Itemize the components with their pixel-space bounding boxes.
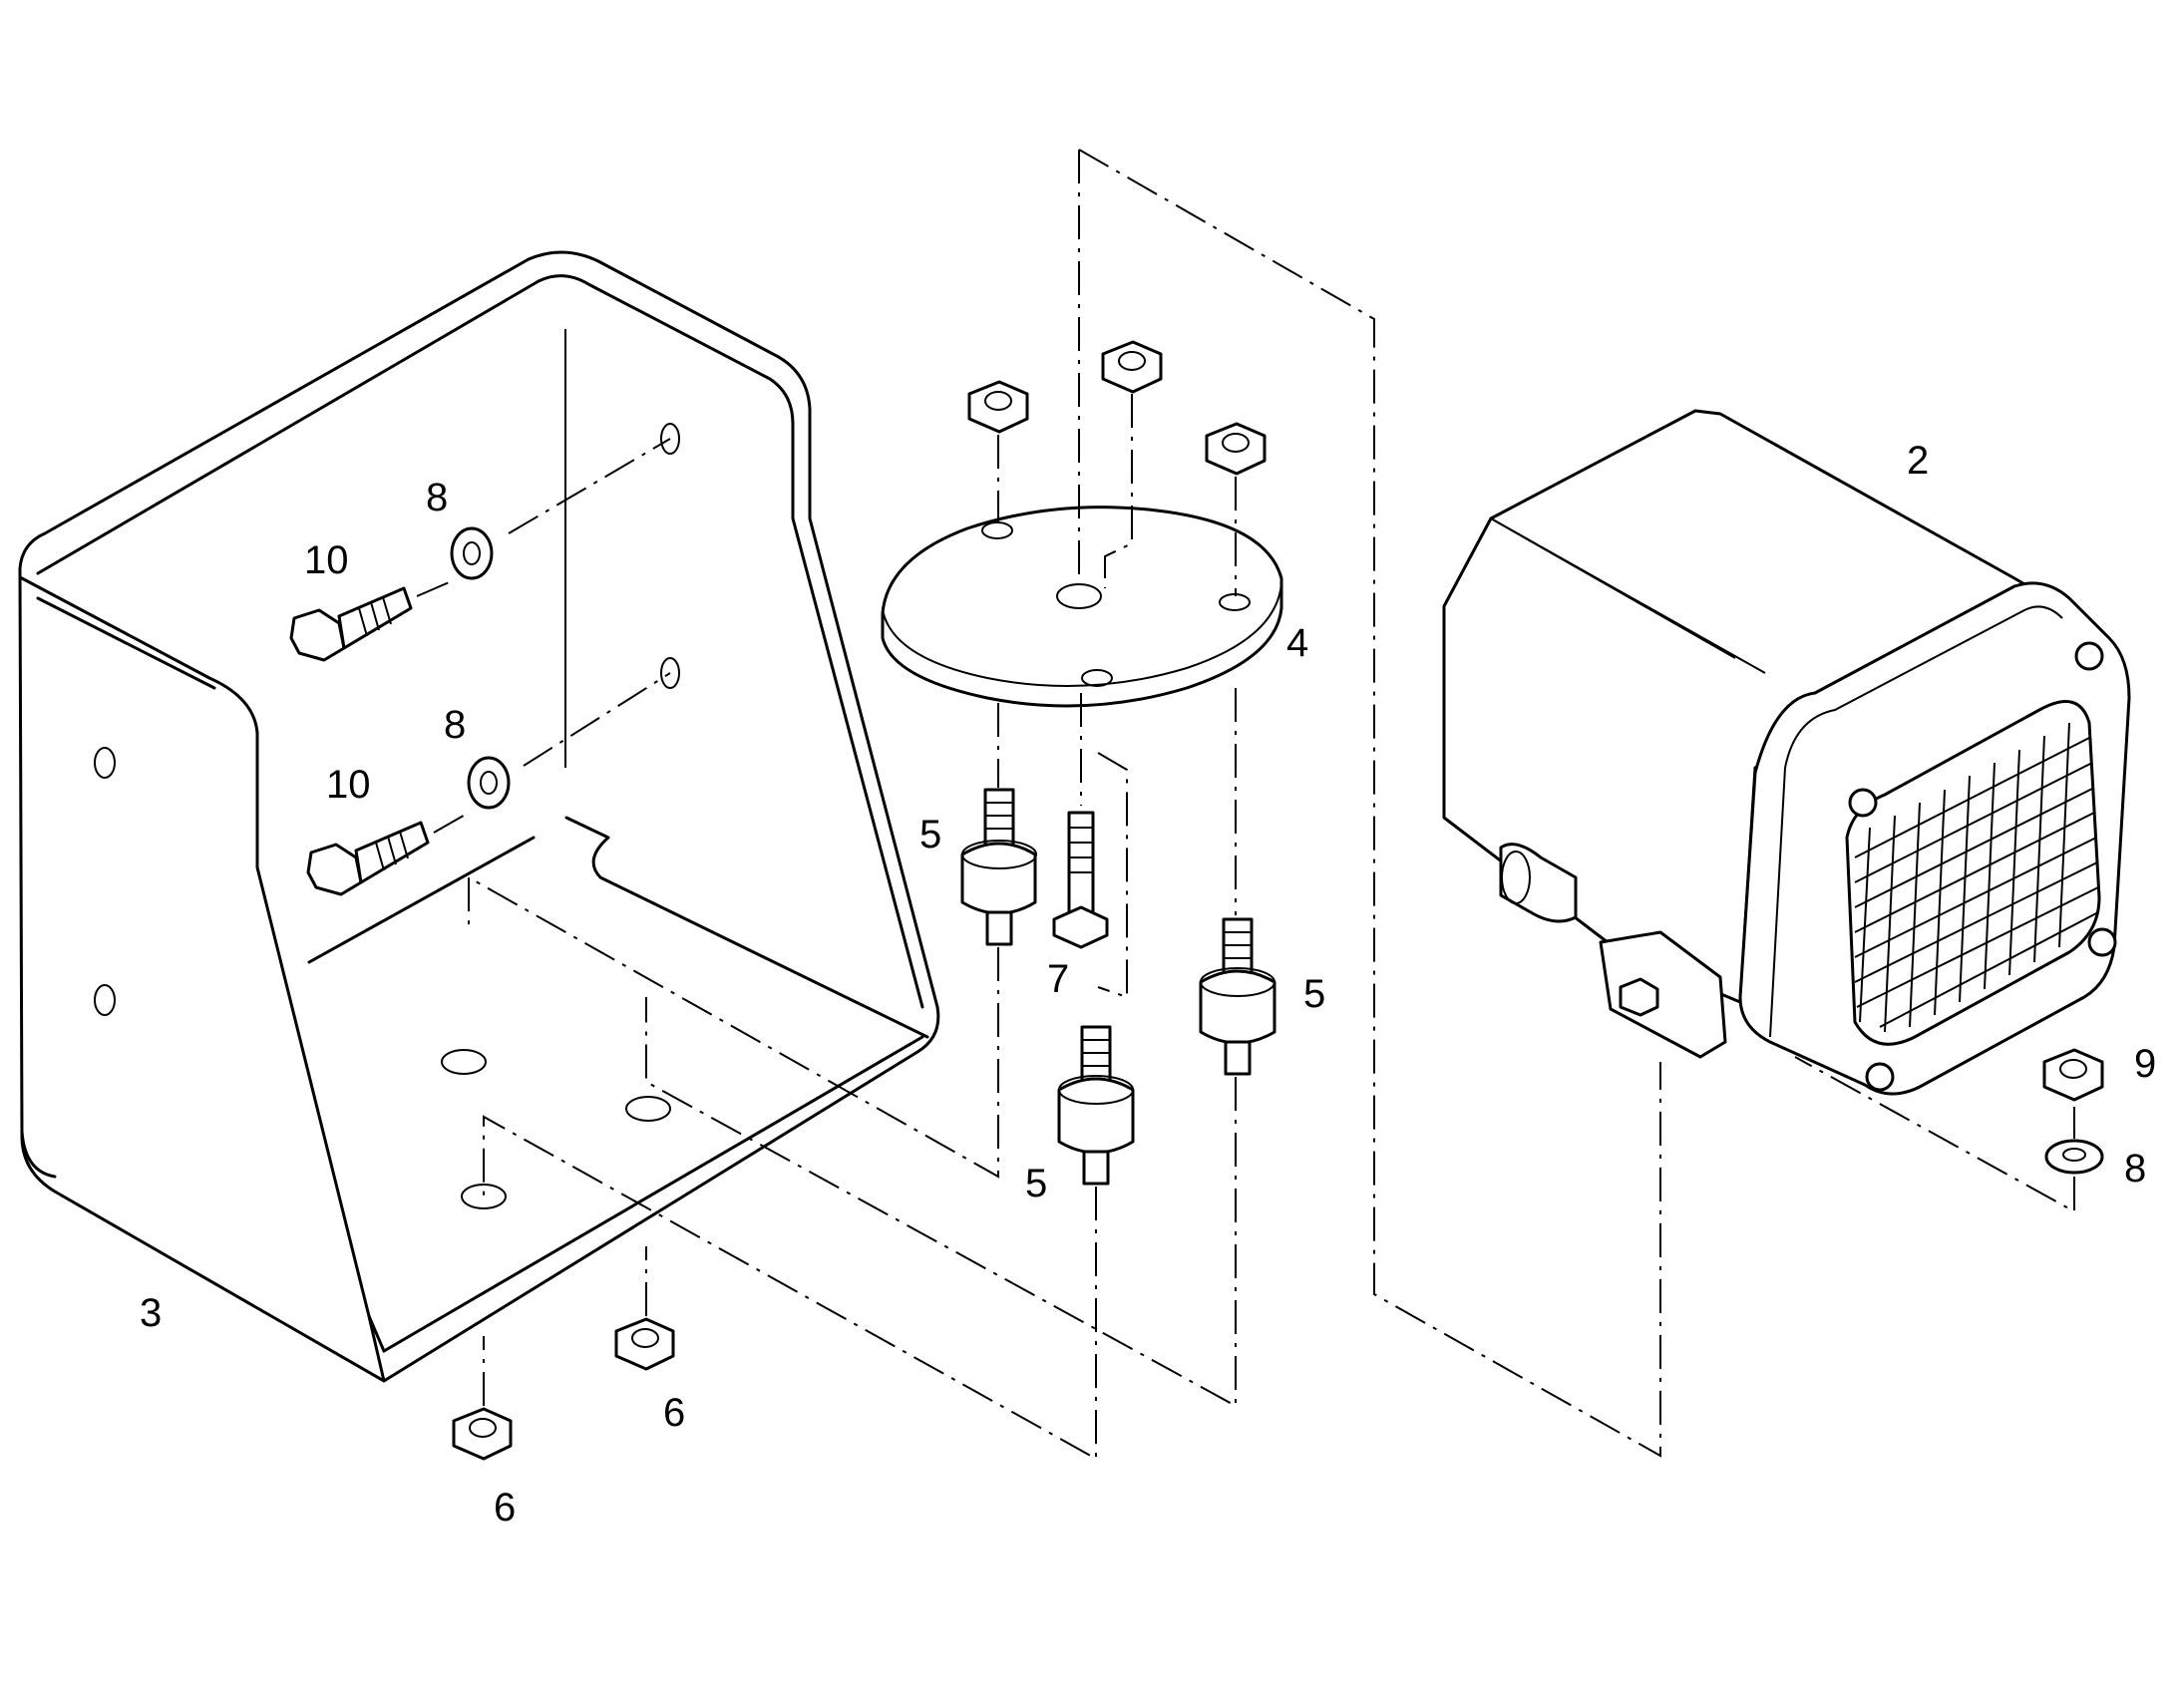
callout-8-right: 8 [2124,1147,2146,1191]
isolator-part-5-bottom [1057,1025,1135,1186]
bolt-part-10-upper [289,586,413,662]
callout-8-middle: 8 [444,703,466,747]
nut-plate-center [1101,340,1163,394]
bolt-part-10-lower [306,821,430,896]
callout-10-lower: 10 [326,763,371,807]
isolator-part-5-left [960,788,1037,946]
mounting-plate-part-4 [881,506,1283,708]
washer-part-8-right [2044,1139,2104,1175]
callout-5-bottom: 5 [1025,1162,1047,1205]
callout-9: 9 [2134,1042,2156,1086]
callout-2: 2 [1907,439,1929,483]
callout-5-right: 5 [1303,972,1325,1016]
nut-part-6-left [452,1407,513,1461]
callout-6-left: 6 [494,1486,516,1530]
callout-4: 4 [1286,621,1308,665]
nut-plate-left [967,380,1029,434]
callout-5-left: 5 [919,813,941,856]
washer-part-8-middle [467,756,511,810]
nut-plate-right [1205,422,1267,476]
bracket-part-3 [18,250,940,1383]
callout-10-upper: 10 [304,538,349,582]
nut-part-9 [2042,1048,2104,1102]
callout-6-right: 6 [663,1391,685,1435]
nut-part-6-right [614,1317,675,1371]
callout-8-upper: 8 [426,476,448,519]
washer-part-8-upper [450,526,494,580]
callout-7: 7 [1047,957,1069,1001]
callout-3: 3 [140,1291,162,1335]
screw-part-7 [1052,811,1109,949]
isolator-part-5-right [1199,917,1276,1076]
lamp-part-2 [1442,409,2131,1096]
